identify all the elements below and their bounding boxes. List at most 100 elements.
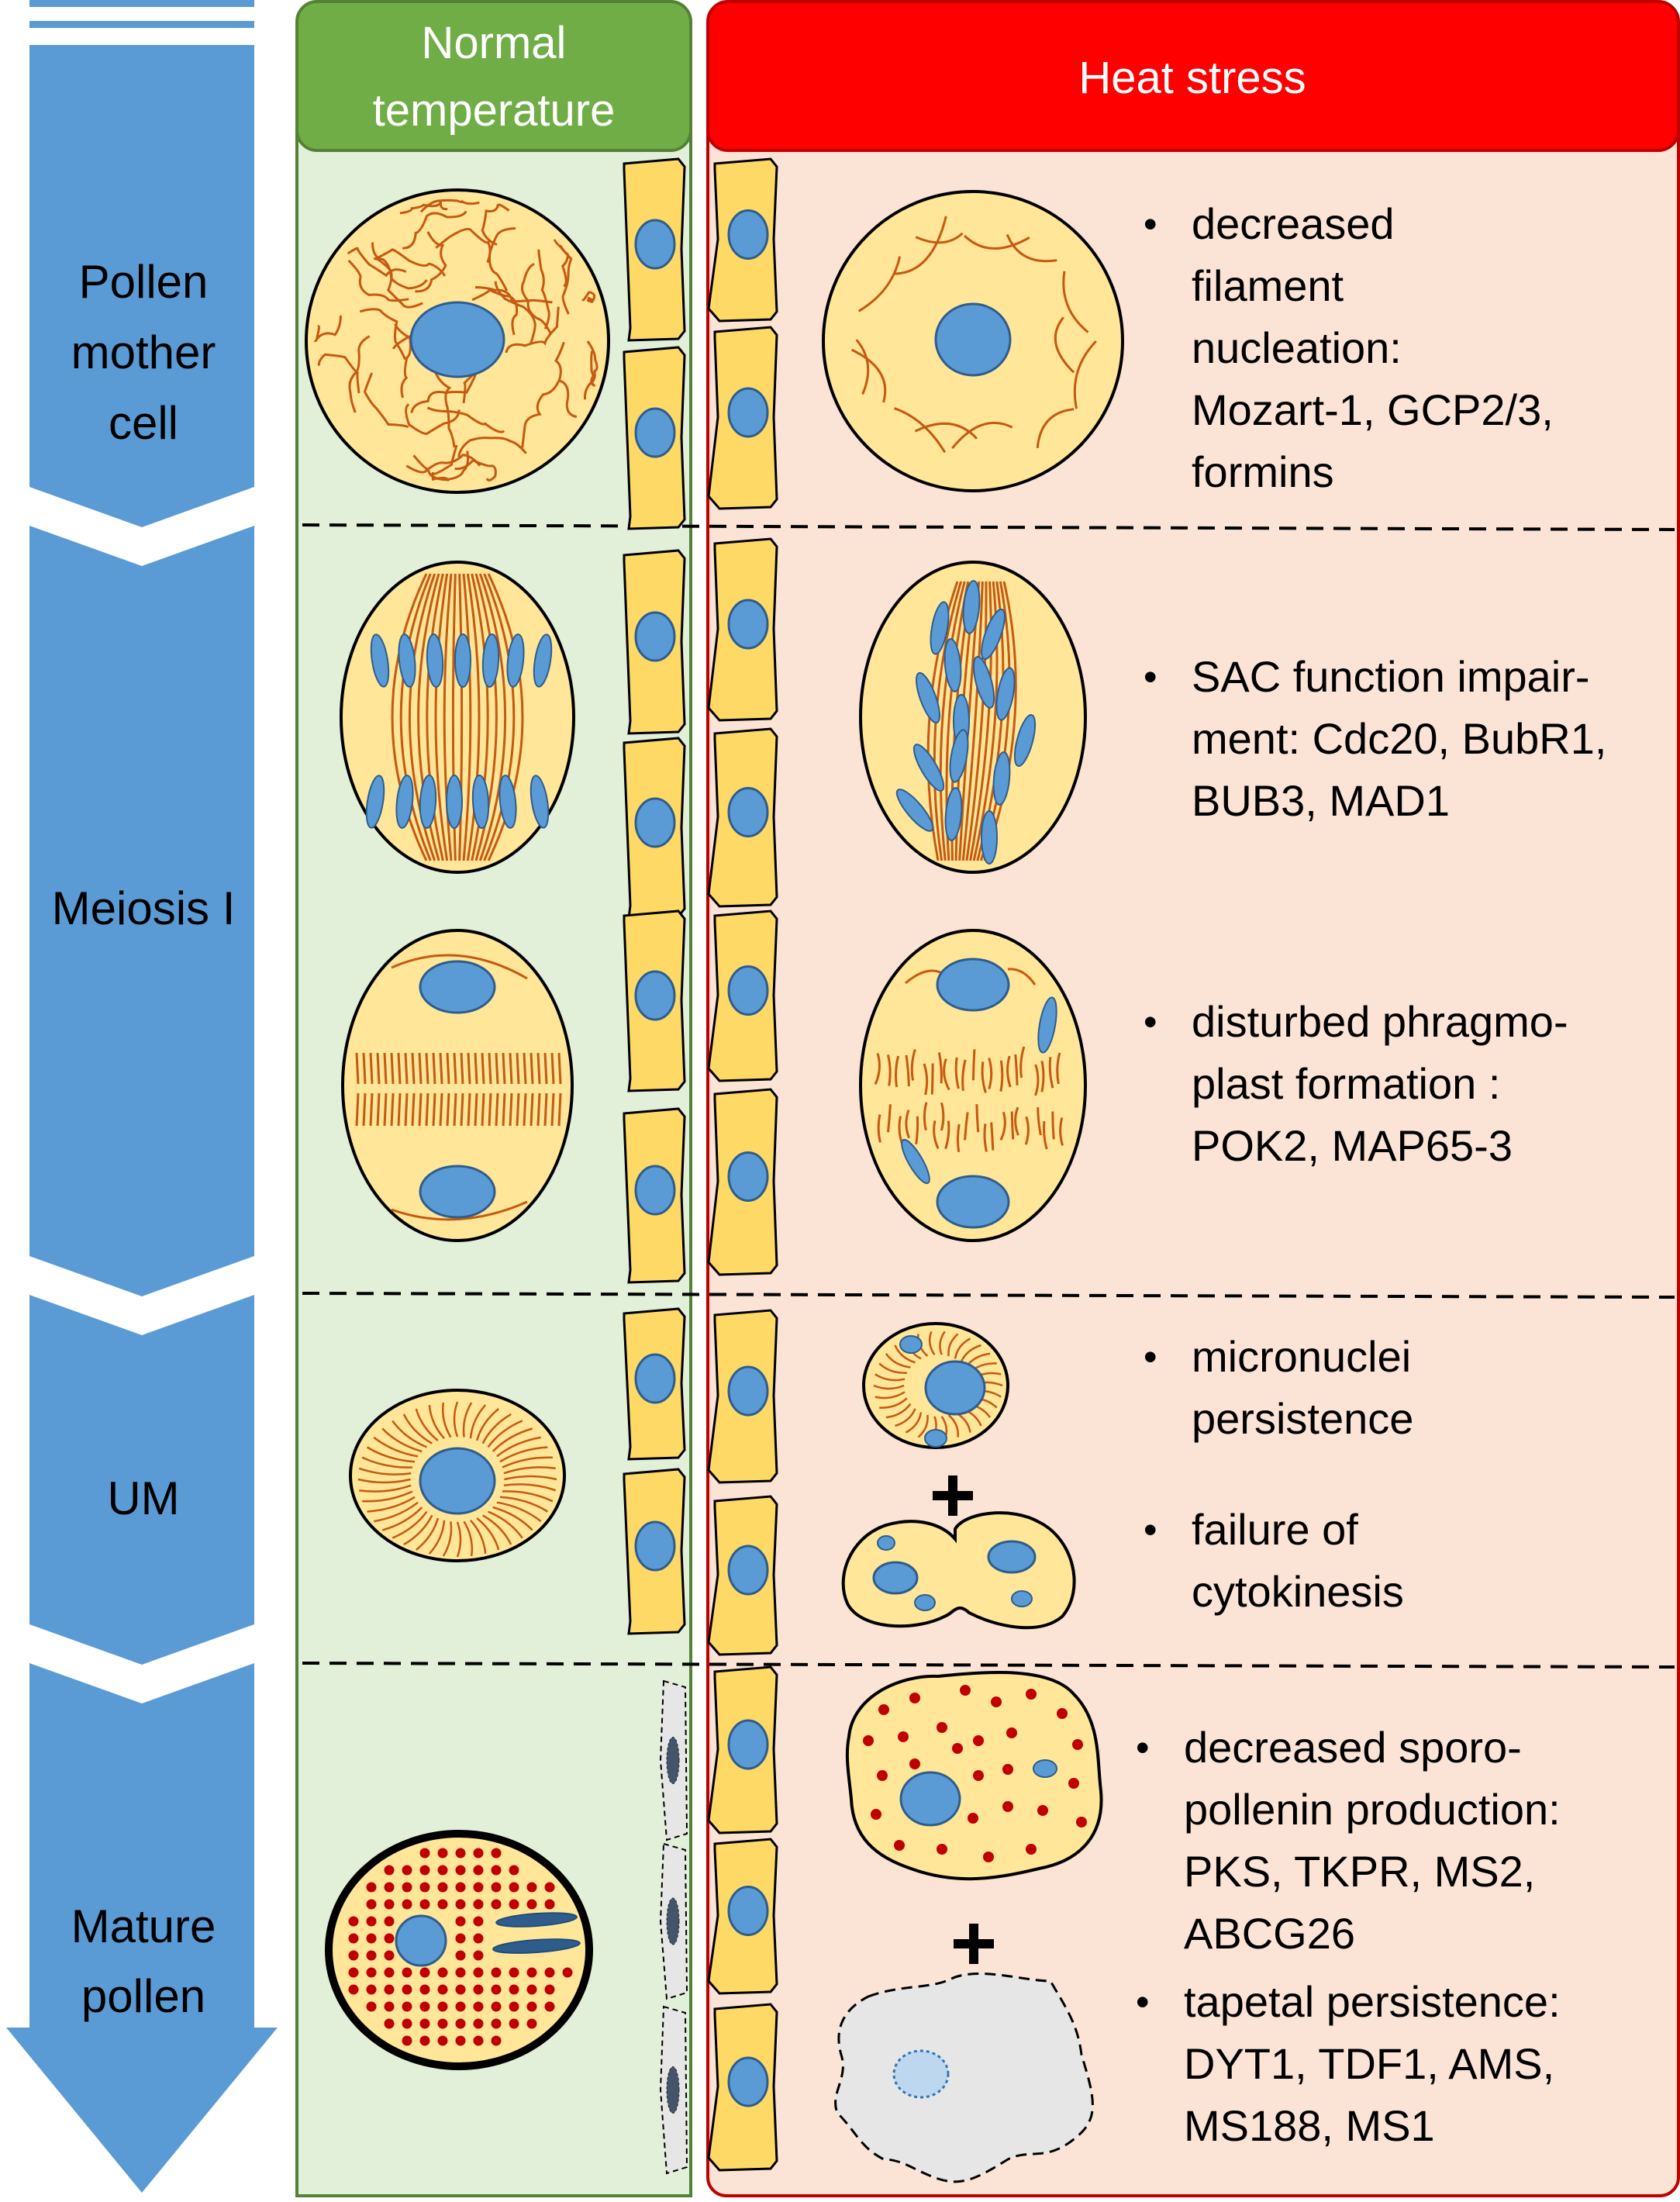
starch-dot-11 <box>473 1865 484 1876</box>
um-normal-microtubule-34 <box>453 1401 459 1438</box>
phragmo-normal-fiber-lower-6 <box>390 1092 395 1127</box>
pmc-normal-filament-23 <box>481 203 510 246</box>
chromosome-lower-7 <box>530 775 550 829</box>
phragmo-normal-fiber-lower-10 <box>418 1092 423 1127</box>
phragmo-normal-fiber-upper-2 <box>362 1052 367 1085</box>
mature-pollen-heat-shrunken <box>845 1670 1103 1881</box>
effect-1-line-1: decreased <box>1192 199 1395 248</box>
pmc-normal-filament-41 <box>426 406 505 433</box>
starch-dot-95 <box>526 2018 537 2029</box>
um-heat-microtubule-25 <box>947 1333 959 1357</box>
starch-dot-12 <box>491 1865 502 1876</box>
starch-dot-85 <box>526 2001 537 2012</box>
starch-dot-70 <box>455 1984 466 1995</box>
scattered-chromosome-14 <box>944 787 963 841</box>
divider-2 <box>302 1292 1675 1299</box>
starch-dot-24 <box>544 1882 555 1893</box>
pmc-normal-filament-21 <box>488 227 516 292</box>
phragmo-normal-fiber-upper-22 <box>502 1052 506 1085</box>
phragmo-normal-fiber-lower-1 <box>355 1092 360 1127</box>
phragmo-heat-fiber-lower-1 <box>877 1114 881 1143</box>
tapetum-degenerated-nucleus-2 <box>666 1897 680 1945</box>
um-normal-microtubule-33 <box>441 1402 452 1438</box>
phragmo-normal-fiber-upper-30 <box>557 1052 562 1085</box>
starch-dot-84 <box>509 2001 519 2012</box>
heat-starch-dot-6 <box>1057 1708 1068 1719</box>
phragmo-normal-fiber-lower-23 <box>509 1092 513 1127</box>
pmc-normal-filament-30 <box>589 350 595 387</box>
starch-dot-59 <box>491 1967 502 1978</box>
um-normal-microtubule-28 <box>381 1427 423 1453</box>
starch-dot-73 <box>509 1984 519 1995</box>
um-normal-microtubule-29 <box>392 1420 427 1448</box>
um-heat-cytokinesis-failure-cell <box>841 1511 1076 1630</box>
starch-dot-93 <box>491 2018 502 2029</box>
starch-dot-46 <box>348 1950 359 1961</box>
starch-dot-69 <box>437 1984 448 1995</box>
um-heat-micronuclei-cell <box>862 1322 1009 1449</box>
phragmo-normal-fiber-upper-5 <box>383 1052 388 1085</box>
pmc-heat-filament-1 <box>1073 340 1097 409</box>
plus-sign-um <box>933 1475 973 1516</box>
starch-dot-7 <box>402 1865 412 1876</box>
tapetum-heat <box>707 157 778 2172</box>
phragmo-normal-fiber-lower-5 <box>383 1092 388 1127</box>
um-normal-microtubule-12 <box>456 1521 462 1558</box>
spindle-heat-fiber-9 <box>965 581 988 861</box>
um-normal-microtubule-37 <box>475 1408 499 1441</box>
phragmo-normal-fiber-upper-8 <box>404 1052 409 1085</box>
tapetum-normal-cell-1-nucleus <box>634 219 676 270</box>
phragmo-normal-fiber-lower-14 <box>446 1092 450 1127</box>
um-normal-microtubule-21 <box>362 1490 413 1503</box>
starch-dot-34 <box>526 1899 537 1910</box>
starch-dot-26 <box>384 1899 395 1910</box>
chromosome-lower-5 <box>471 775 490 829</box>
persistent-tapetal-nucleus <box>892 2049 950 2099</box>
heat-starch-dot-10 <box>973 1735 984 1746</box>
phragmo-heat-fiber-lower-9 <box>944 1120 950 1150</box>
pmc-normal-filament-7 <box>373 257 423 309</box>
phragmo-normal-fiber-upper-18 <box>474 1052 478 1085</box>
tapetum-normal <box>623 157 688 2175</box>
tapetum-heat-cell-2-nucleus <box>727 387 769 438</box>
spindle-normal-fiber-7 <box>443 573 453 861</box>
tapetum-normal-cell-3-nucleus <box>634 611 676 662</box>
effect-1-line-2: filament <box>1192 261 1344 310</box>
stage-arrow <box>6 0 278 2193</box>
phragmo-heat-nucleus-top <box>936 958 1010 1012</box>
um-heat-microtubule-24 <box>939 1331 946 1355</box>
pmc-normal-filament-31 <box>454 458 497 481</box>
heat-starch-dot-4 <box>991 1696 1002 1707</box>
phragmo-normal-fiber-lower-21 <box>495 1092 499 1127</box>
starch-dot-37 <box>366 1916 377 1927</box>
tapetum-normal-cell-7-nucleus <box>634 1353 676 1404</box>
heat-starch-dot-23 <box>937 1844 947 1855</box>
um-normal-microtubule-23 <box>357 1478 411 1484</box>
spindle-normal-chromosomes <box>365 633 553 829</box>
um-normal-microtubule-41 <box>496 1436 541 1458</box>
phragmo-normal-fiber-upper-15 <box>453 1052 457 1085</box>
phragmo-heat-fiber-upper-10 <box>954 1057 960 1089</box>
starch-dot-25 <box>366 1899 377 1910</box>
um-heat-microtubule-23 <box>928 1331 936 1355</box>
phragmo-heat-fiber-upper-20 <box>1040 1060 1045 1092</box>
tapetum-degenerated-nucleus-1 <box>666 1737 680 1784</box>
spindle-heat-chromosomes <box>895 580 1037 865</box>
pmc-normal-filament-11 <box>457 437 527 457</box>
phragmo-normal-fiber-upper-7 <box>397 1052 402 1085</box>
um-heat-microtubule-13 <box>885 1403 912 1419</box>
phragmo-heat-fiber-lower-21 <box>1051 1111 1055 1140</box>
spindle-normal-fiber-10 <box>462 573 472 861</box>
heat-starch-dot-12 <box>1072 1739 1083 1750</box>
stage-1-label-line-1: Pollen <box>79 256 209 308</box>
tapetum-normal-cell-4-nucleus <box>634 797 676 848</box>
starch-dot-36 <box>348 1916 359 1927</box>
pmc-heat-filament-13 <box>1062 271 1089 333</box>
starch-dot-13 <box>509 1865 519 1876</box>
phragmo-normal-fiber-lower-12 <box>432 1092 436 1127</box>
heat-header <box>706 0 1680 152</box>
plus-sign-pollen <box>954 1924 994 1964</box>
phragmo-normal-fiber-lower-29 <box>550 1092 555 1127</box>
heat-starch-dot-17 <box>871 1809 881 1820</box>
